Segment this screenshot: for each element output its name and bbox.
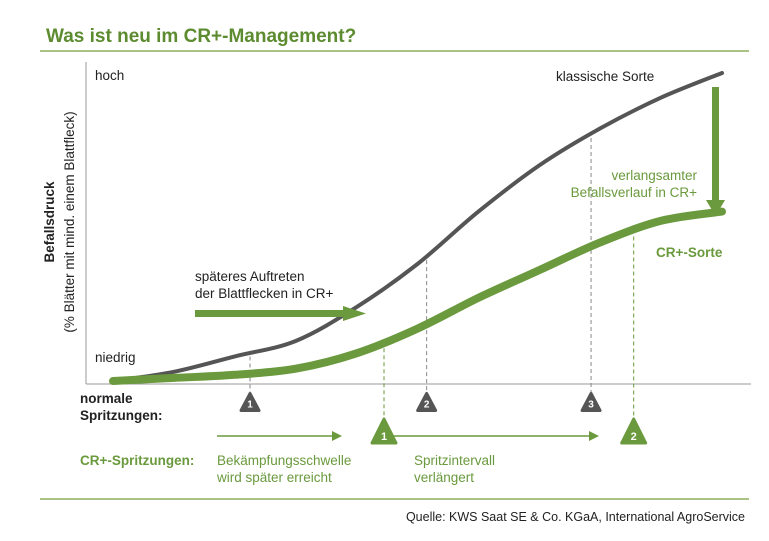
series-line-klassische-sorte: [111, 71, 724, 383]
normal-spray-marker-1-label: 1: [247, 400, 253, 411]
cr-spray-marker-2-label: 2: [631, 431, 637, 443]
source-text: Quelle: KWS Saat SE & Co. KGaA, Internat…: [406, 510, 745, 524]
normal-spray-marker-2-label: 2: [424, 400, 430, 411]
normal-spray-marker-3: 3: [580, 392, 602, 412]
annotation-slower-line1: verlangsamter: [611, 168, 697, 183]
spray-guide-lines: [249, 137, 635, 420]
threshold-text-line2: wird später erreicht: [216, 470, 332, 485]
series-line-cr-sorte: [109, 207, 726, 385]
series-label-cr-sorte: CR+-Sorte: [656, 245, 723, 260]
normal-spray-label-line1: normale: [80, 391, 133, 406]
cr-spray-marker-1-triangle: [370, 417, 398, 445]
normal-spray-marker-1-triangle: [239, 392, 261, 412]
threshold-text-line1: Bekämpfungsschwelle: [217, 453, 351, 468]
cr-spray-marker-1-label: 1: [381, 431, 387, 443]
interval-text-line2: verlängert: [414, 470, 474, 485]
y-tick-high: hoch: [95, 68, 124, 83]
normal-spray-marker-2: 2: [416, 392, 438, 412]
normal-spray-marker-3-triangle: [580, 392, 602, 412]
interval-text-line1: Spritzintervall: [414, 453, 495, 468]
annotation-later-line1: späteres Auftreten: [195, 269, 305, 284]
cr-spray-marker-2-triangle: [620, 417, 648, 445]
cr-spray-marker-2: 2: [620, 417, 648, 445]
y-tick-low: niedrig: [95, 350, 136, 365]
normal-spray-markers: 1 2 3: [239, 392, 602, 412]
y-axis-label: Befallsdruck: [42, 181, 57, 263]
normal-spray-marker-1: 1: [239, 392, 261, 412]
later-arrow: [195, 306, 366, 321]
annotation-later-line2: der Blattflecken in CR+: [195, 286, 334, 301]
normal-spray-marker-2-triangle: [416, 392, 438, 412]
normal-spray-label-line2: Spritzungen:: [80, 408, 163, 423]
series-label-klassische-sorte: klassische Sorte: [556, 69, 654, 84]
annotation-slower-line2: Befallsverlauf in CR+: [571, 185, 698, 200]
page-title: Was ist neu im CR+-Management?: [46, 26, 356, 47]
normal-spray-marker-3-label: 3: [588, 400, 594, 411]
y-axis-sublabel: (% Blätter mit mind. einem Blattfleck): [62, 111, 77, 332]
cr-spray-marker-1: 1: [370, 417, 398, 445]
slower-arrow: [706, 87, 725, 216]
cr-spray-label: CR+-Spritzungen:: [80, 453, 194, 468]
